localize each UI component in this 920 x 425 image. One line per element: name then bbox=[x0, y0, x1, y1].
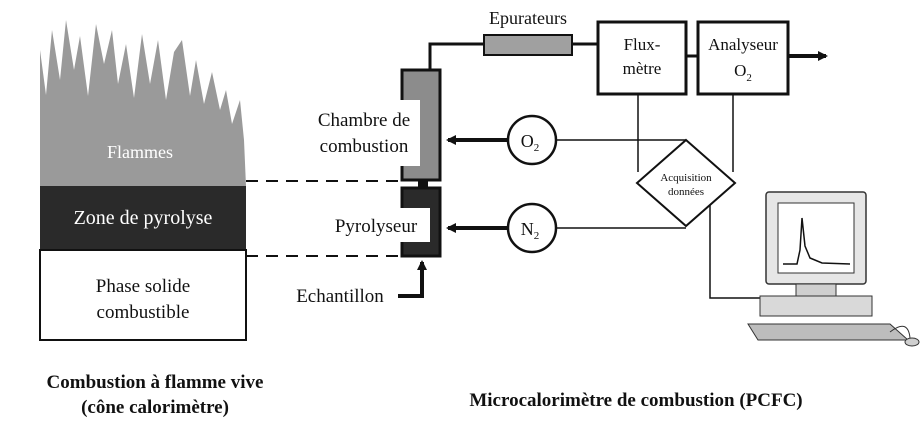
combustion-chamber-label-line1: Chambre de bbox=[318, 110, 410, 131]
keyboard bbox=[747, 323, 910, 341]
right-caption: Microcalorimètre de combustion (PCFC) bbox=[469, 390, 802, 411]
o2-analyzer-box bbox=[696, 20, 790, 96]
flowmeter-label-line2: mètre bbox=[623, 59, 662, 78]
computer-tower bbox=[759, 295, 873, 317]
o2-supply-subscript: 2 bbox=[534, 142, 540, 154]
heat-release-curve bbox=[783, 217, 851, 265]
flames-label: Flammes bbox=[107, 142, 173, 162]
scrubbers-label: Epurateurs bbox=[489, 8, 567, 28]
mouse-cable bbox=[889, 325, 911, 339]
mouse bbox=[904, 337, 920, 347]
o2-analyzer-o: O bbox=[734, 61, 746, 80]
monitor-base bbox=[795, 283, 837, 297]
combustion-chamber-label-line2: combustion bbox=[320, 136, 409, 157]
monitor-screen bbox=[777, 202, 855, 274]
n2-supply-subscript: 2 bbox=[534, 230, 540, 242]
pyrolyzer-label: Pyrolyseur bbox=[335, 216, 418, 237]
o2-analyzer-subscript: 2 bbox=[746, 72, 752, 84]
solid-phase-box bbox=[39, 249, 247, 341]
o2-analyzer-label-line1: Analyseur bbox=[708, 35, 778, 54]
solid-phase-label-line2: combustible bbox=[97, 302, 190, 323]
n2-supply-label: N2 bbox=[521, 219, 540, 242]
pyrolyzer-label-bg bbox=[326, 208, 430, 242]
chamber-pyrolyzer-connector bbox=[418, 180, 428, 188]
acquisition-label-line2: données bbox=[668, 186, 704, 198]
flames-shape bbox=[40, 20, 246, 186]
flowmeter-box bbox=[596, 20, 688, 96]
solid-phase-label-line1: Phase solide bbox=[96, 276, 190, 297]
acquisition-diamond bbox=[635, 138, 737, 228]
n2-supply-n: N bbox=[521, 219, 534, 239]
left-caption-line1: Combustion à flamme vive bbox=[47, 372, 264, 393]
flowmeter-label-line1: Flux- bbox=[624, 35, 661, 54]
o2-analyzer-label-line2: O2 bbox=[734, 61, 752, 84]
pyrolysis-zone bbox=[40, 186, 246, 250]
pyrolysis-zone-label: Zone de pyrolyse bbox=[74, 207, 213, 229]
o2-supply-o: O bbox=[521, 131, 534, 151]
sample-label: Echantillon bbox=[296, 286, 384, 307]
computer-icon bbox=[747, 191, 920, 347]
left-caption-line2: (cône calorimètre) bbox=[81, 397, 229, 418]
combustion-chamber-label-bg bbox=[308, 100, 420, 166]
o2-supply-label: O2 bbox=[521, 131, 540, 154]
acquisition-label-line1: Acquisition bbox=[660, 172, 712, 184]
flow-line-chamber-to-scrubber bbox=[428, 42, 484, 70]
scrubbers-box bbox=[483, 34, 573, 56]
sample-arrow bbox=[398, 260, 427, 298]
